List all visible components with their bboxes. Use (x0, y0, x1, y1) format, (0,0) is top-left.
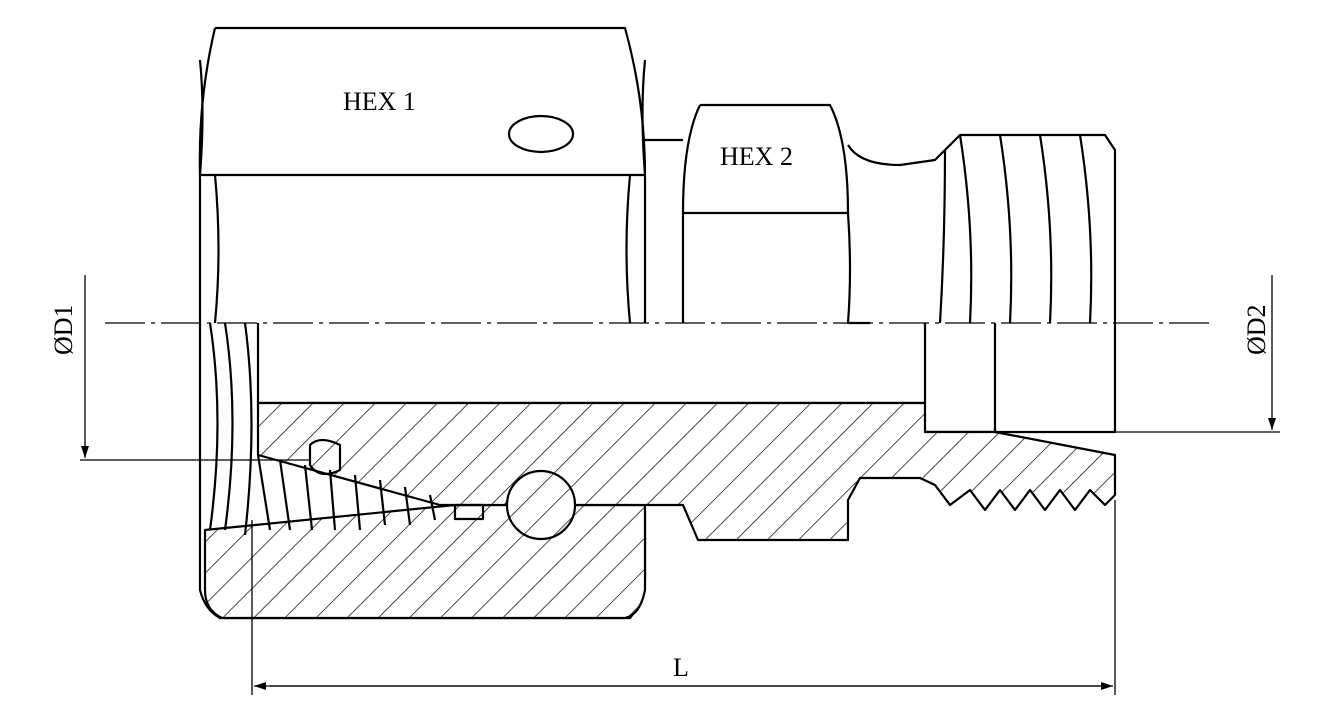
o-ring (505, 469, 577, 541)
dimension-length: L (251, 500, 1116, 695)
dimension-d2: ØD2 (925, 275, 1280, 433)
body-section (256, 323, 1117, 542)
d2-label: ØD2 (1242, 304, 1271, 355)
length-label: L (673, 653, 689, 682)
d1-label: ØD1 (49, 304, 78, 355)
hex2-label: HEX 2 (720, 142, 793, 171)
male-thread (938, 133, 1117, 324)
dimension-d1: ØD1 (49, 275, 310, 461)
hex2 (681, 103, 946, 325)
hex1-label: HEX 1 (343, 87, 416, 116)
hole (507, 114, 575, 154)
